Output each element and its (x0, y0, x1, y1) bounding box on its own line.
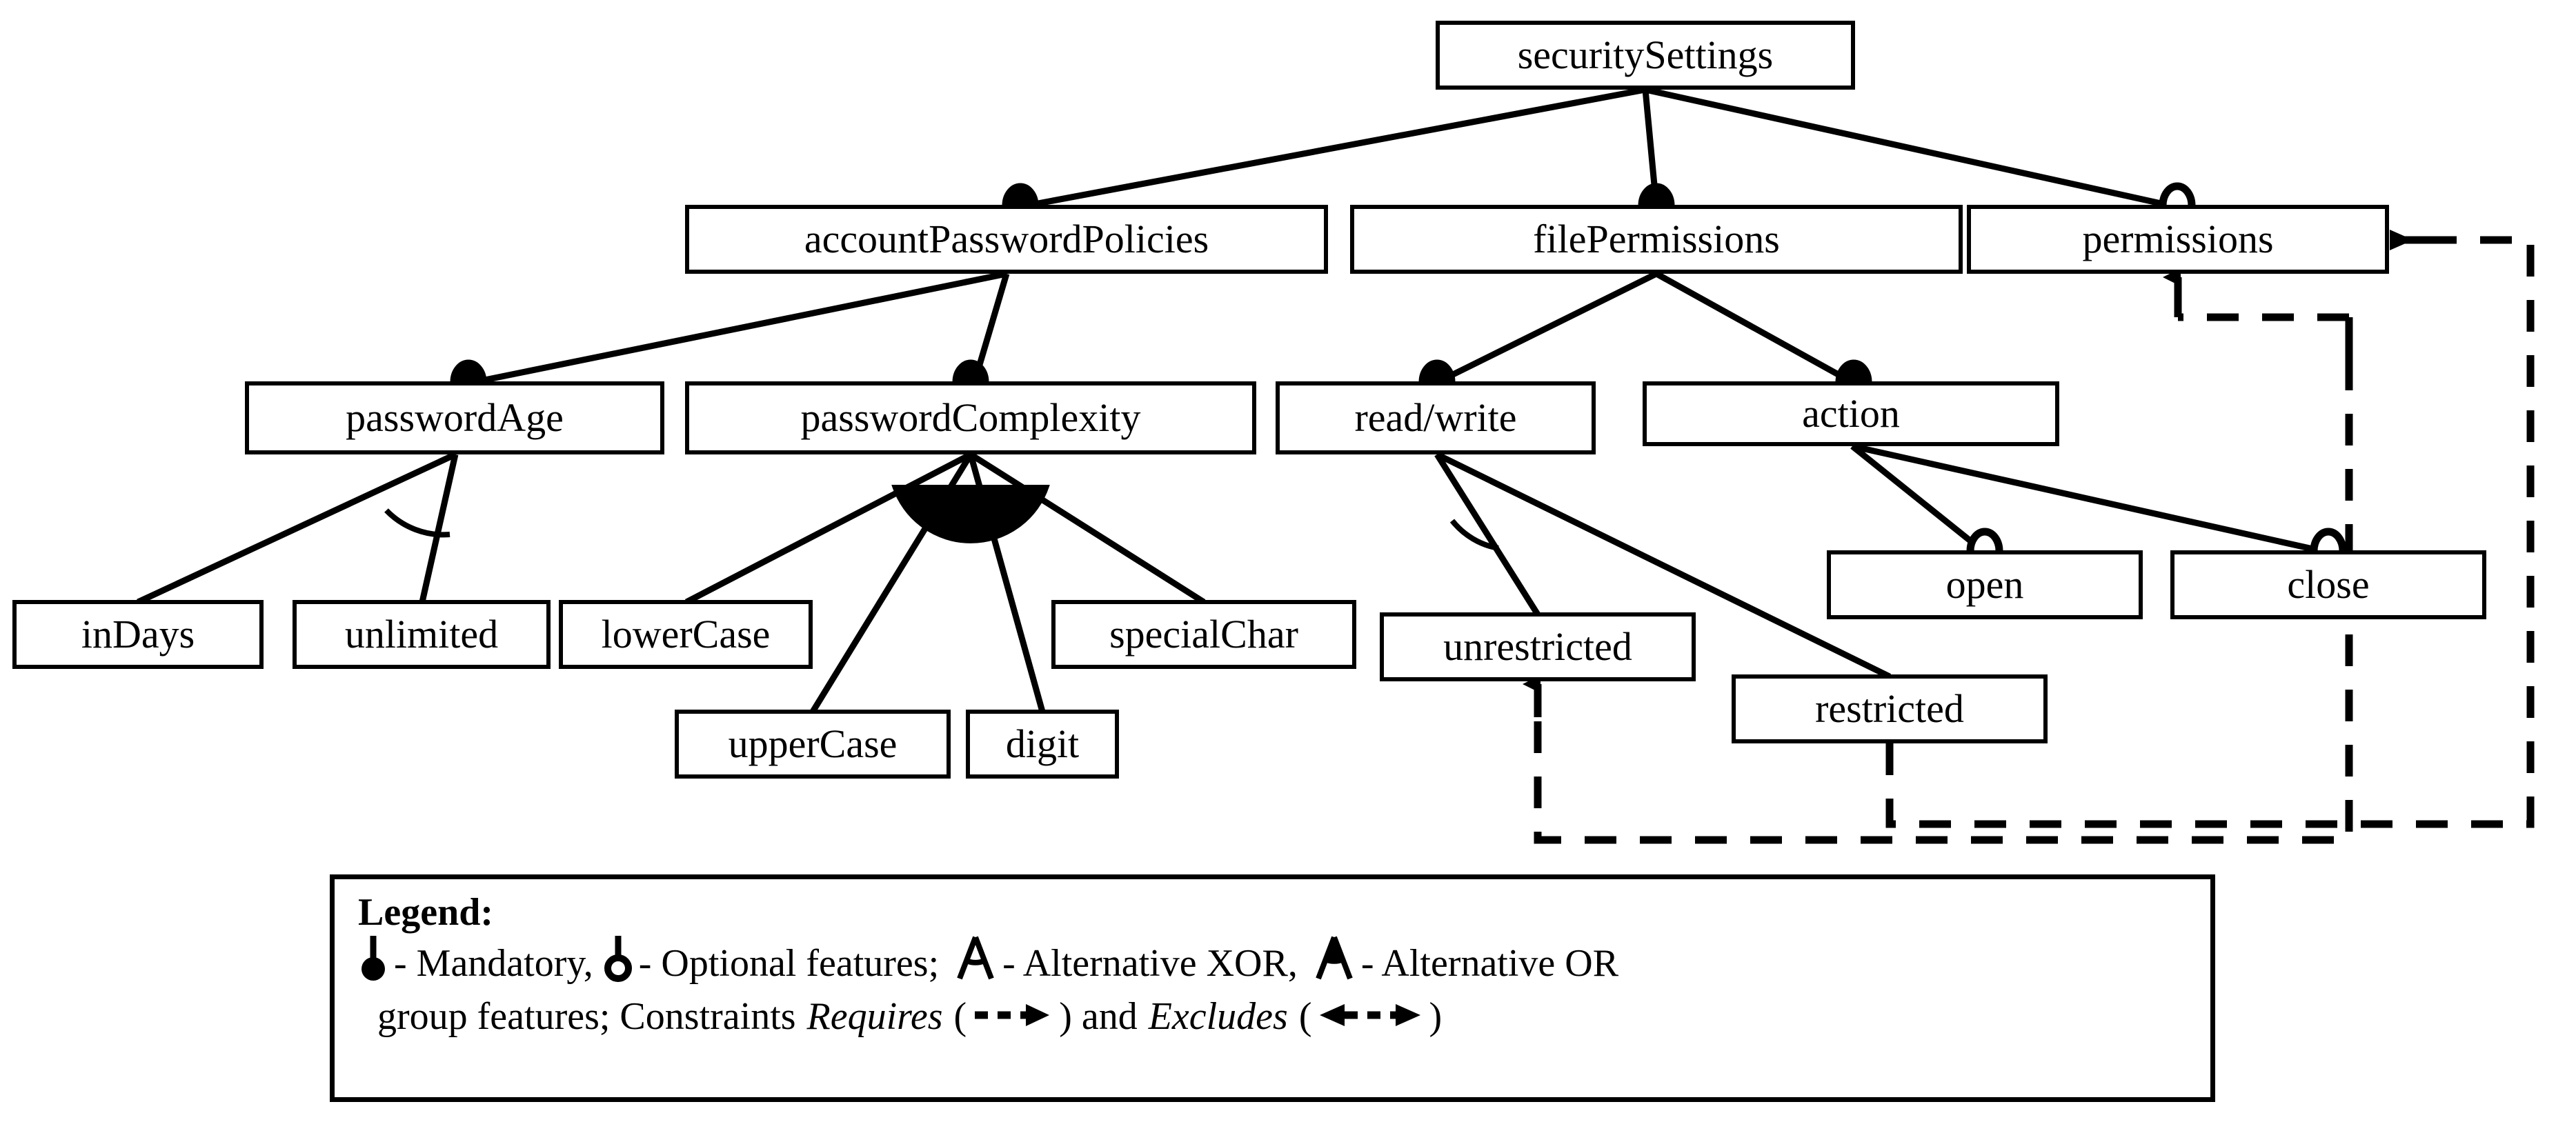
feature-node-restricted[interactable]: restricted (1732, 674, 2048, 743)
feature-label: upperCase (728, 721, 898, 766)
legend-or-label: - Alternative OR (1360, 941, 1619, 985)
edge-group-action (1850, 443, 2329, 556)
legend-title: Legend: (358, 891, 493, 934)
feature-node-upperCase[interactable]: upperCase (675, 710, 951, 779)
legend-optional-label: - Optional features; (638, 941, 940, 985)
legend-mandatory-label: - Mandatory, (394, 941, 593, 985)
feature-node-unrestricted[interactable]: unrestricted (1380, 612, 1696, 681)
feature-node-filePermissions[interactable]: filePermissions (1350, 205, 1963, 274)
legend-excludes-paren-open: ( (1298, 994, 1312, 1038)
feature-node-inDays[interactable]: inDays (12, 600, 264, 669)
excludes-arrow-icon (1316, 994, 1425, 1039)
edge-group-account-password-policies (467, 270, 1010, 387)
legend-line-1: - Mandatory, - Optional features; - Alte… (358, 933, 2190, 993)
feature-label: passwordComplexity (800, 395, 1141, 440)
feature-node-open[interactable]: open (1827, 550, 2143, 619)
or-icon (1313, 933, 1356, 993)
xor-arc-read-write (1449, 519, 1499, 551)
feature-node-passwordComplexity[interactable]: passwordComplexity (685, 381, 1256, 454)
legend-line-2: group features; Constraints Requires ( )… (358, 994, 2190, 1039)
edge-group-password-age (137, 451, 459, 605)
legend-requires-paren-open: ( (953, 994, 967, 1038)
edge-group-file-permissions (1434, 270, 1856, 387)
feature-label: lowerCase (601, 612, 771, 657)
feature-node-readwrite[interactable]: read/write (1276, 381, 1596, 454)
feature-label: restricted (1815, 686, 1964, 731)
feature-node-permissions[interactable]: permissions (1967, 205, 2389, 274)
feature-node-specialChar[interactable]: specialChar (1051, 600, 1356, 669)
legend-excludes-paren-close: ) (1429, 994, 1443, 1038)
feature-label: digit (1005, 721, 1080, 766)
legend-requires-label: Requires (806, 994, 943, 1038)
legend-requires-paren-close-and: ) and (1059, 994, 1138, 1038)
feature-label: close (2287, 562, 2370, 607)
requires-arrow-icon (972, 994, 1053, 1039)
feature-node-digit[interactable]: digit (966, 710, 1119, 779)
feature-node-close[interactable]: close (2170, 550, 2486, 619)
feature-label: unrestricted (1443, 624, 1632, 669)
xor-arc-password-age (384, 508, 450, 538)
feature-label: read/write (1354, 395, 1517, 440)
legend-xor-label: - Alternative XOR, (1002, 941, 1298, 985)
feature-label: permissions (2082, 217, 2274, 261)
edge-group-root (1019, 86, 2177, 210)
or-arc-password-complexity (891, 485, 1050, 543)
xor-icon (954, 933, 997, 993)
legend: Legend: - Mandatory, - Optional features… (330, 874, 2215, 1102)
feature-node-passwordAge[interactable]: passwordAge (245, 381, 664, 454)
feature-node-unlimited[interactable]: unlimited (293, 600, 551, 669)
mandatory-icon (358, 933, 388, 993)
legend-constraints-label: group features; Constraints (377, 994, 796, 1038)
optional-icon (603, 933, 633, 993)
legend-excludes-label: Excludes (1148, 994, 1288, 1038)
feature-label: action (1802, 391, 1900, 436)
feature-node-lowerCase[interactable]: lowerCase (559, 600, 813, 669)
feature-node-action[interactable]: action (1643, 381, 2059, 446)
constraint-excludes-restricted-permissions (1885, 236, 2535, 828)
edge-group-read-write (1434, 451, 1891, 680)
feature-label: securitySettings (1517, 32, 1774, 77)
feature-label: open (1945, 562, 2024, 607)
feature-label: unlimited (344, 612, 499, 657)
feature-label: inDays (81, 612, 195, 657)
feature-label: filePermissions (1533, 217, 1780, 261)
feature-label: passwordAge (346, 395, 564, 440)
feature-label: specialChar (1109, 612, 1298, 657)
feature-label: accountPasswordPolicies (804, 217, 1209, 261)
feature-node-accountPasswordPolicies[interactable]: accountPasswordPolicies (685, 205, 1328, 274)
feature-node-securitySettings[interactable]: securitySettings (1436, 21, 1855, 90)
